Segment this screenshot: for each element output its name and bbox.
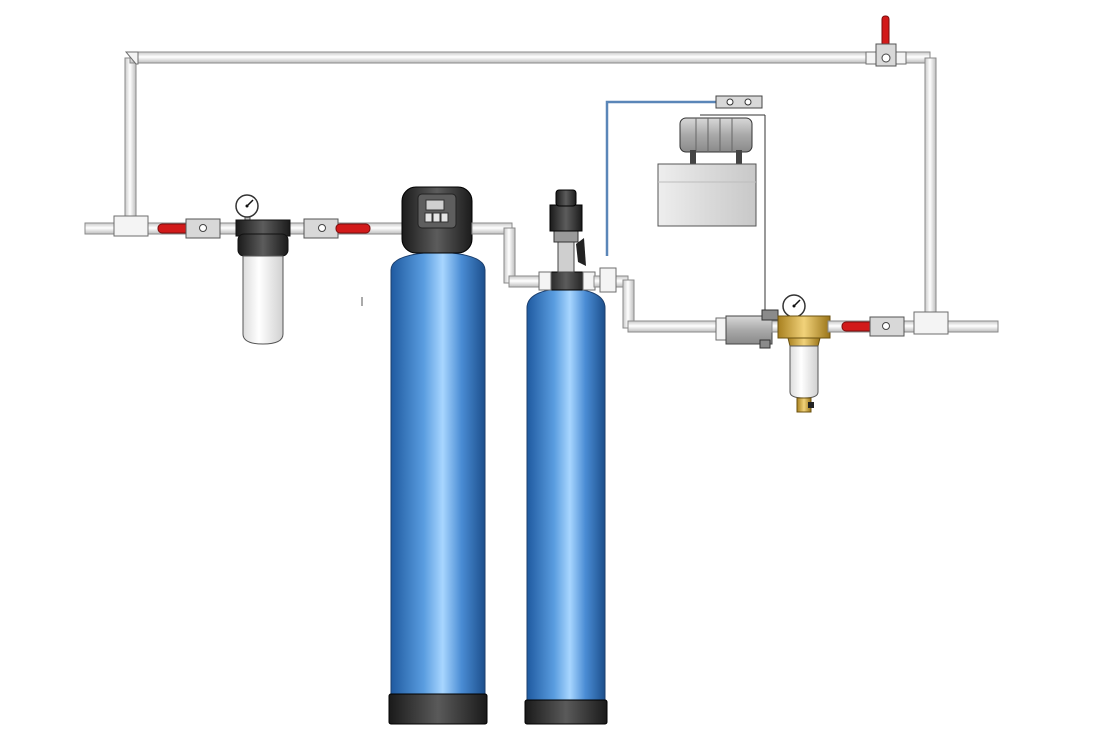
pressure-gauge-1 (235, 194, 259, 223)
outlet-pipe (827, 311, 999, 335)
aeration-outlet-pipe (593, 267, 725, 333)
aeration-tank (524, 271, 608, 725)
air-line (605, 100, 766, 318)
valve-2[interactable] (303, 218, 371, 239)
air-compressor (679, 95, 763, 164)
outlet-valve[interactable] (841, 316, 905, 337)
control-valve-head[interactable] (401, 186, 473, 254)
transfer-pipe (471, 222, 546, 288)
cartridge-filter (235, 219, 291, 345)
bypass-line (124, 51, 937, 321)
control-box (657, 163, 757, 227)
flow-switch[interactable] (715, 309, 779, 349)
brass-sediment-filter (771, 315, 833, 413)
bypass-valve[interactable] (875, 15, 897, 67)
air-release-valve[interactable] (549, 189, 586, 273)
inlet-valve[interactable] (157, 218, 221, 239)
softener-tank (388, 251, 488, 725)
